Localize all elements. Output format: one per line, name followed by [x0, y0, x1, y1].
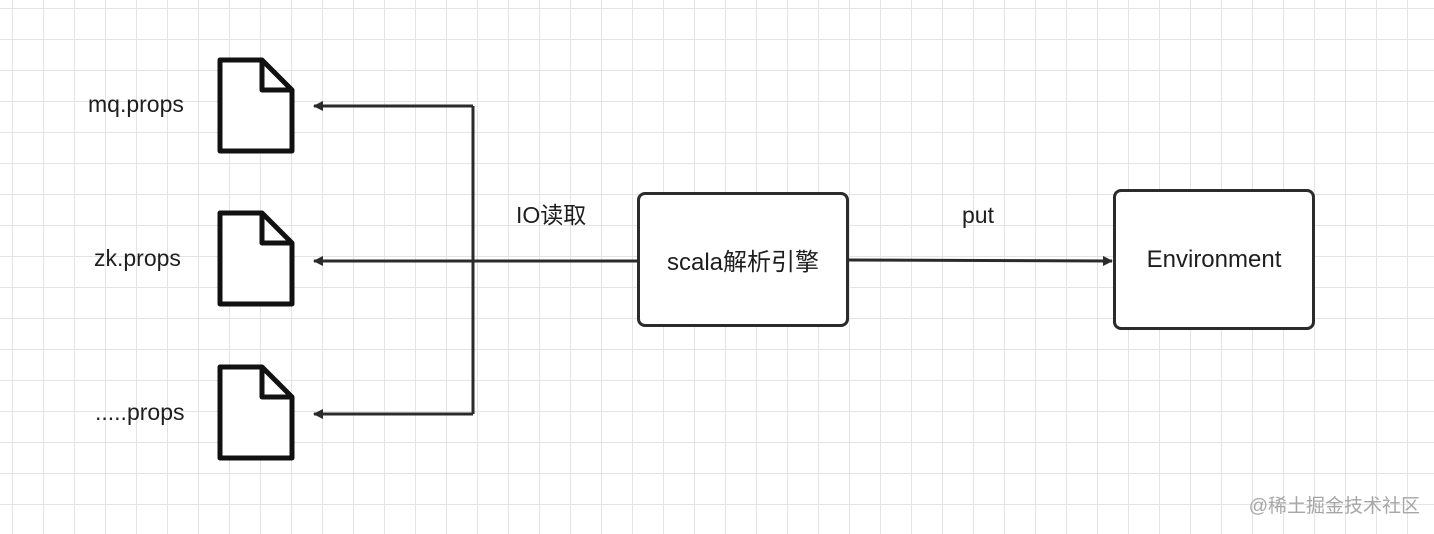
io-read-label: IO读取: [516, 202, 587, 228]
environment-node: Environment: [1113, 189, 1315, 330]
environment-node-label: Environment: [1146, 245, 1282, 273]
file-label-zk: zk.props: [94, 245, 181, 271]
put-label: put: [962, 202, 994, 228]
file-icon: [217, 364, 295, 461]
file-icon: [217, 210, 295, 307]
file-label-mq: mq.props: [88, 91, 184, 117]
file-label-other: .....props: [95, 399, 185, 425]
engine-node: scala解析引擎: [637, 192, 849, 327]
file-icon: [217, 57, 295, 154]
watermark: @稀土掘金技术社区: [1248, 496, 1420, 517]
engine-node-label: scala解析引擎: [666, 249, 820, 276]
arrow-put: [848, 255, 1113, 266]
